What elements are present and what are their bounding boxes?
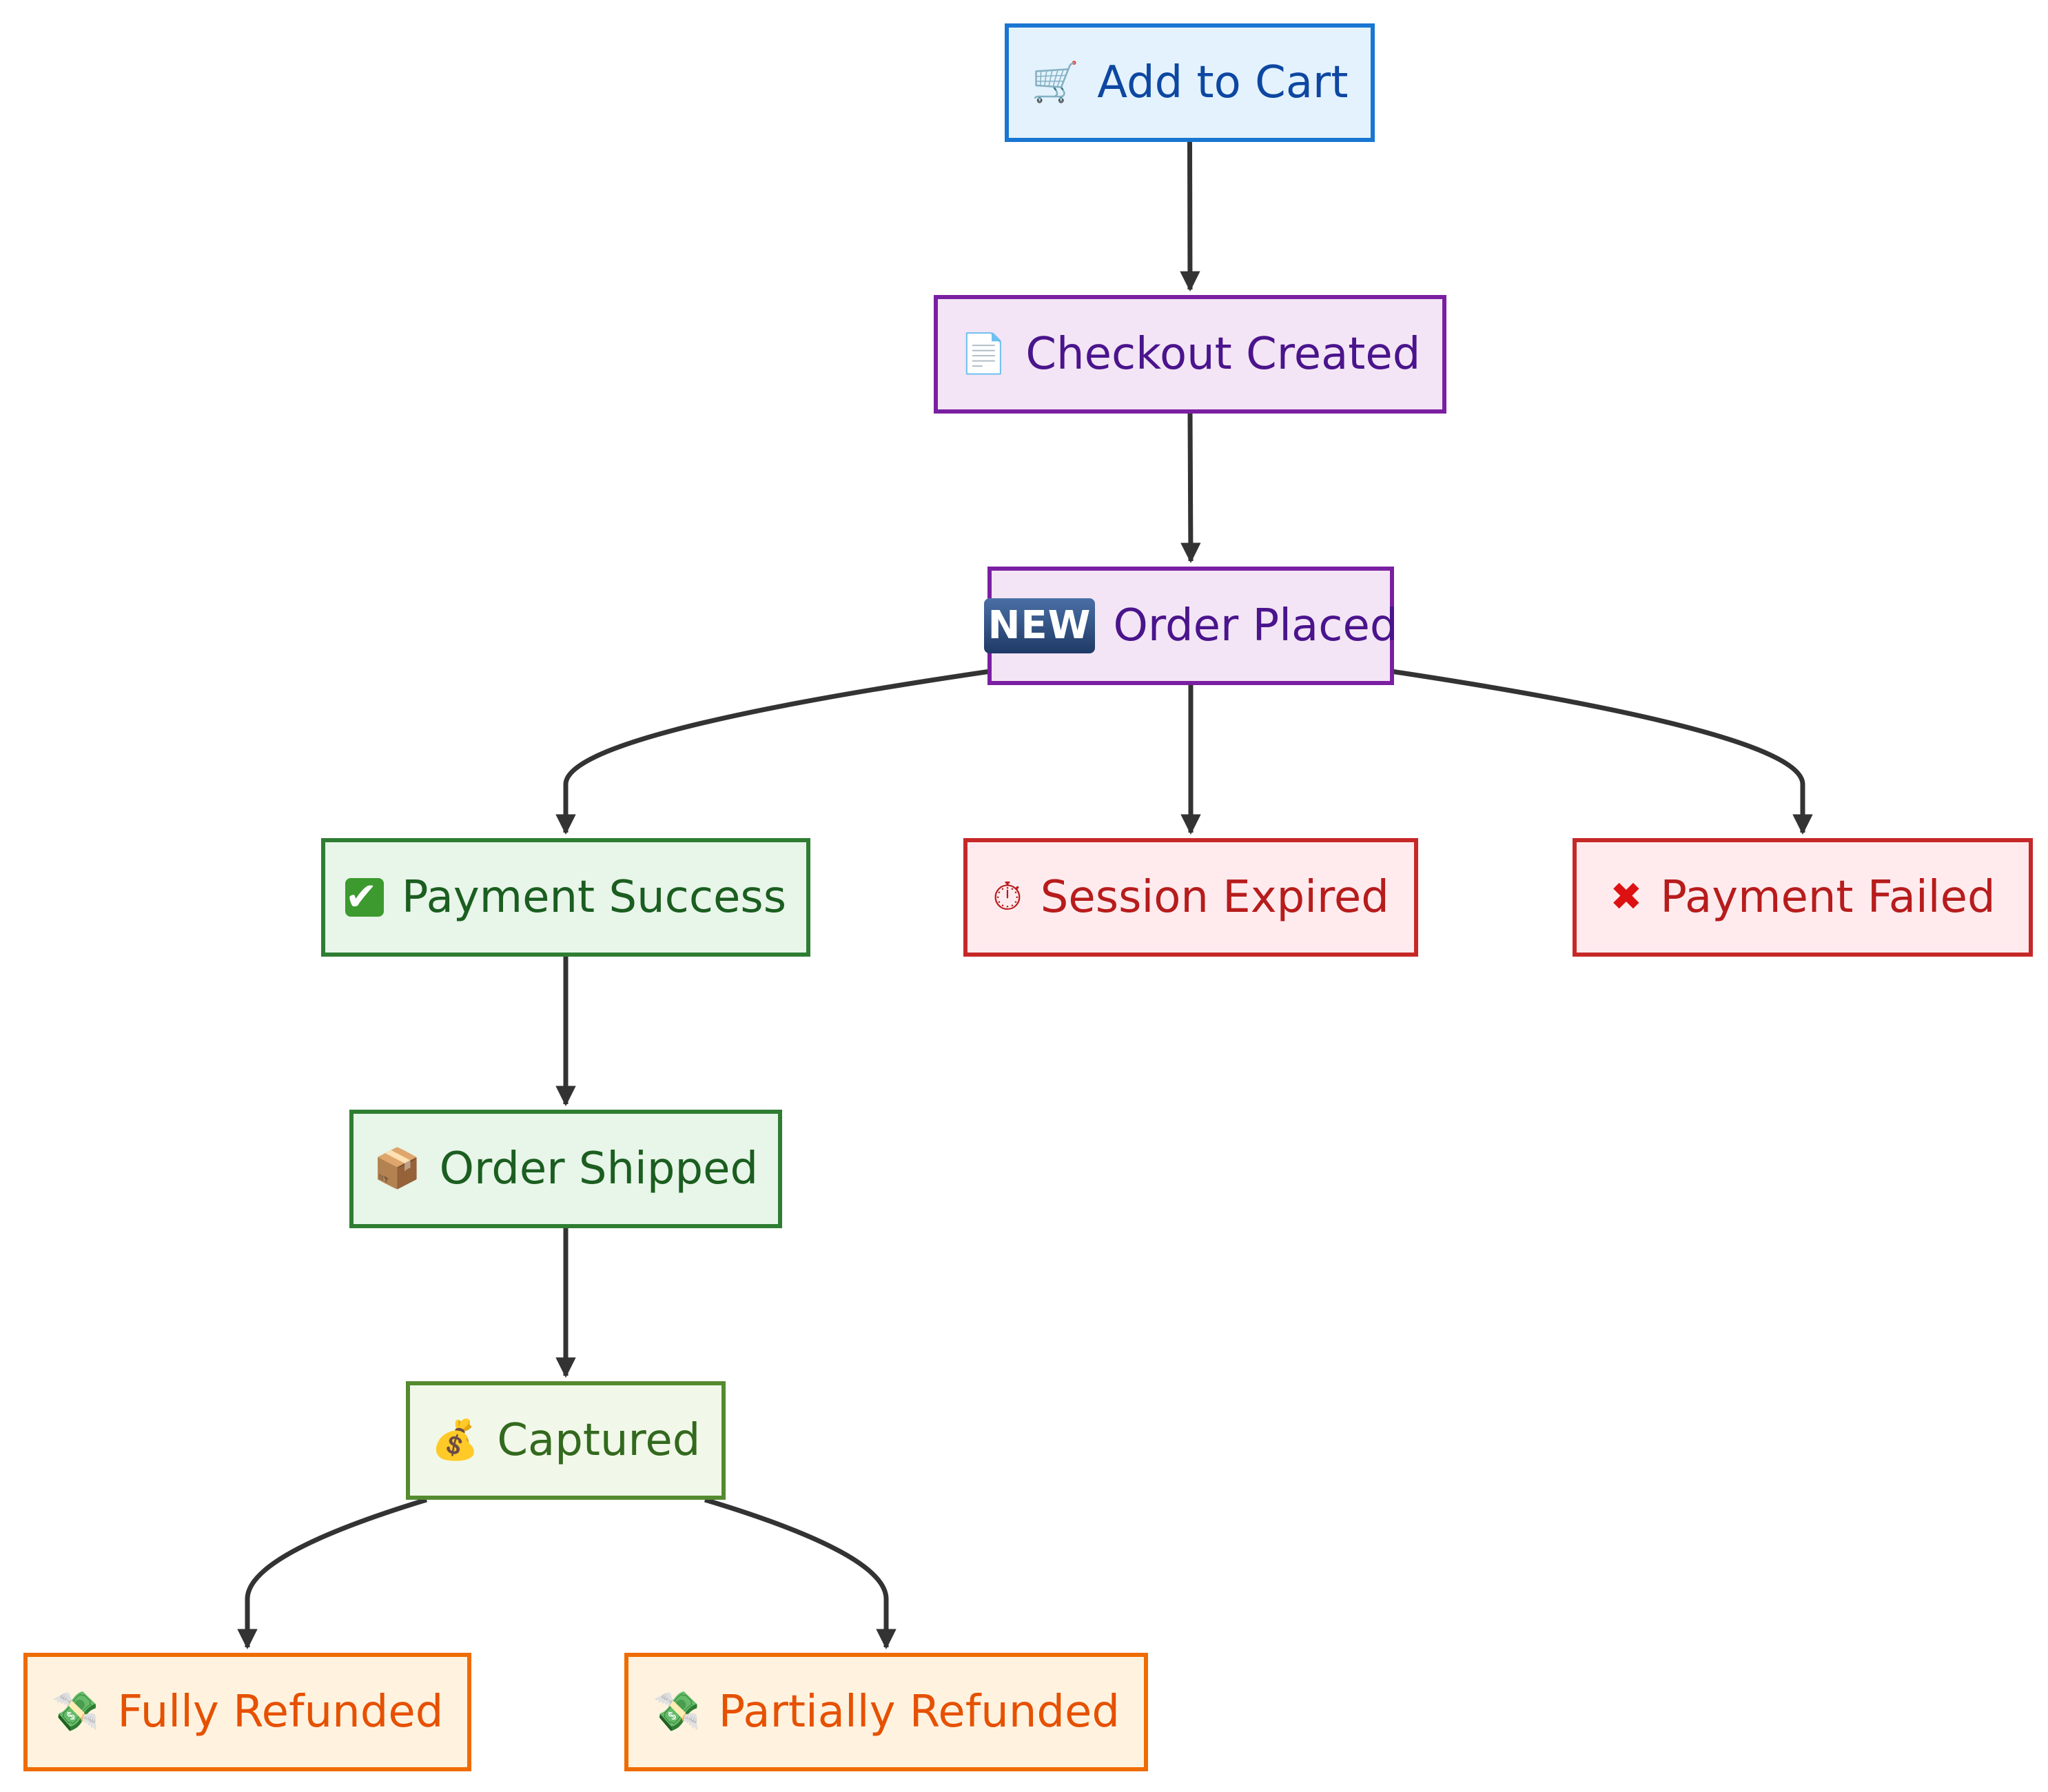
edge-order-placed-to-payment-failed <box>1391 669 1813 835</box>
node-order-shipped: 📦 Order Shipped <box>349 1110 782 1228</box>
node-session-expired: ⏱ Session Expired <box>963 838 1418 957</box>
edge-captured-to-fully-refunded <box>237 1497 428 1649</box>
edge-checkout-created-to-order-placed <box>1180 413 1201 563</box>
node-label: Checkout Created <box>1025 329 1421 380</box>
node-order-placed: NEW Order Placed <box>983 567 1398 685</box>
node-label: Payment Success <box>401 872 787 923</box>
node-label: Captured <box>497 1415 701 1466</box>
node-partially-refunded: 💸 Partially Refunded <box>624 1653 1148 1771</box>
edge-captured-to-partially-refunded <box>704 1497 897 1649</box>
document-icon: 📄 <box>959 332 1008 376</box>
node-label: Order Placed <box>1113 600 1398 651</box>
node-label: Payment Failed <box>1660 872 1996 923</box>
money-bag-icon: 💰 <box>431 1418 480 1463</box>
flying-money-icon: 💸 <box>51 1689 100 1734</box>
edge-add-to-cart-to-checkout-created <box>1180 141 1200 292</box>
node-add-to-cart: 🛒 Add to Cart <box>1005 23 1375 142</box>
node-label: Add to Cart <box>1097 57 1349 108</box>
node-label: Session Expired <box>1040 872 1389 923</box>
edge-order-placed-to-payment-success <box>555 669 991 835</box>
node-label: Partially Refunded <box>718 1687 1120 1738</box>
node-captured: 💰 Captured <box>406 1381 726 1500</box>
new-badge-icon: NEW <box>983 598 1096 653</box>
node-payment-failed: ✖ Payment Failed <box>1573 838 2033 957</box>
node-label: Order Shipped <box>439 1143 759 1194</box>
cart-icon: 🛒 <box>1031 60 1080 105</box>
package-icon: 📦 <box>373 1146 422 1191</box>
stopwatch-icon: ⏱ <box>992 875 1023 919</box>
cross-mark-icon: ✖ <box>1610 875 1643 919</box>
node-label: Fully Refunded <box>117 1687 444 1738</box>
node-checkout-created: 📄 Checkout Created <box>934 295 1446 414</box>
checkmark-icon: ✔ <box>345 878 384 917</box>
node-payment-success: ✔ Payment Success <box>321 838 810 957</box>
flying-money-icon: 💸 <box>652 1689 701 1734</box>
node-fully-refunded: 💸 Fully Refunded <box>23 1653 471 1771</box>
